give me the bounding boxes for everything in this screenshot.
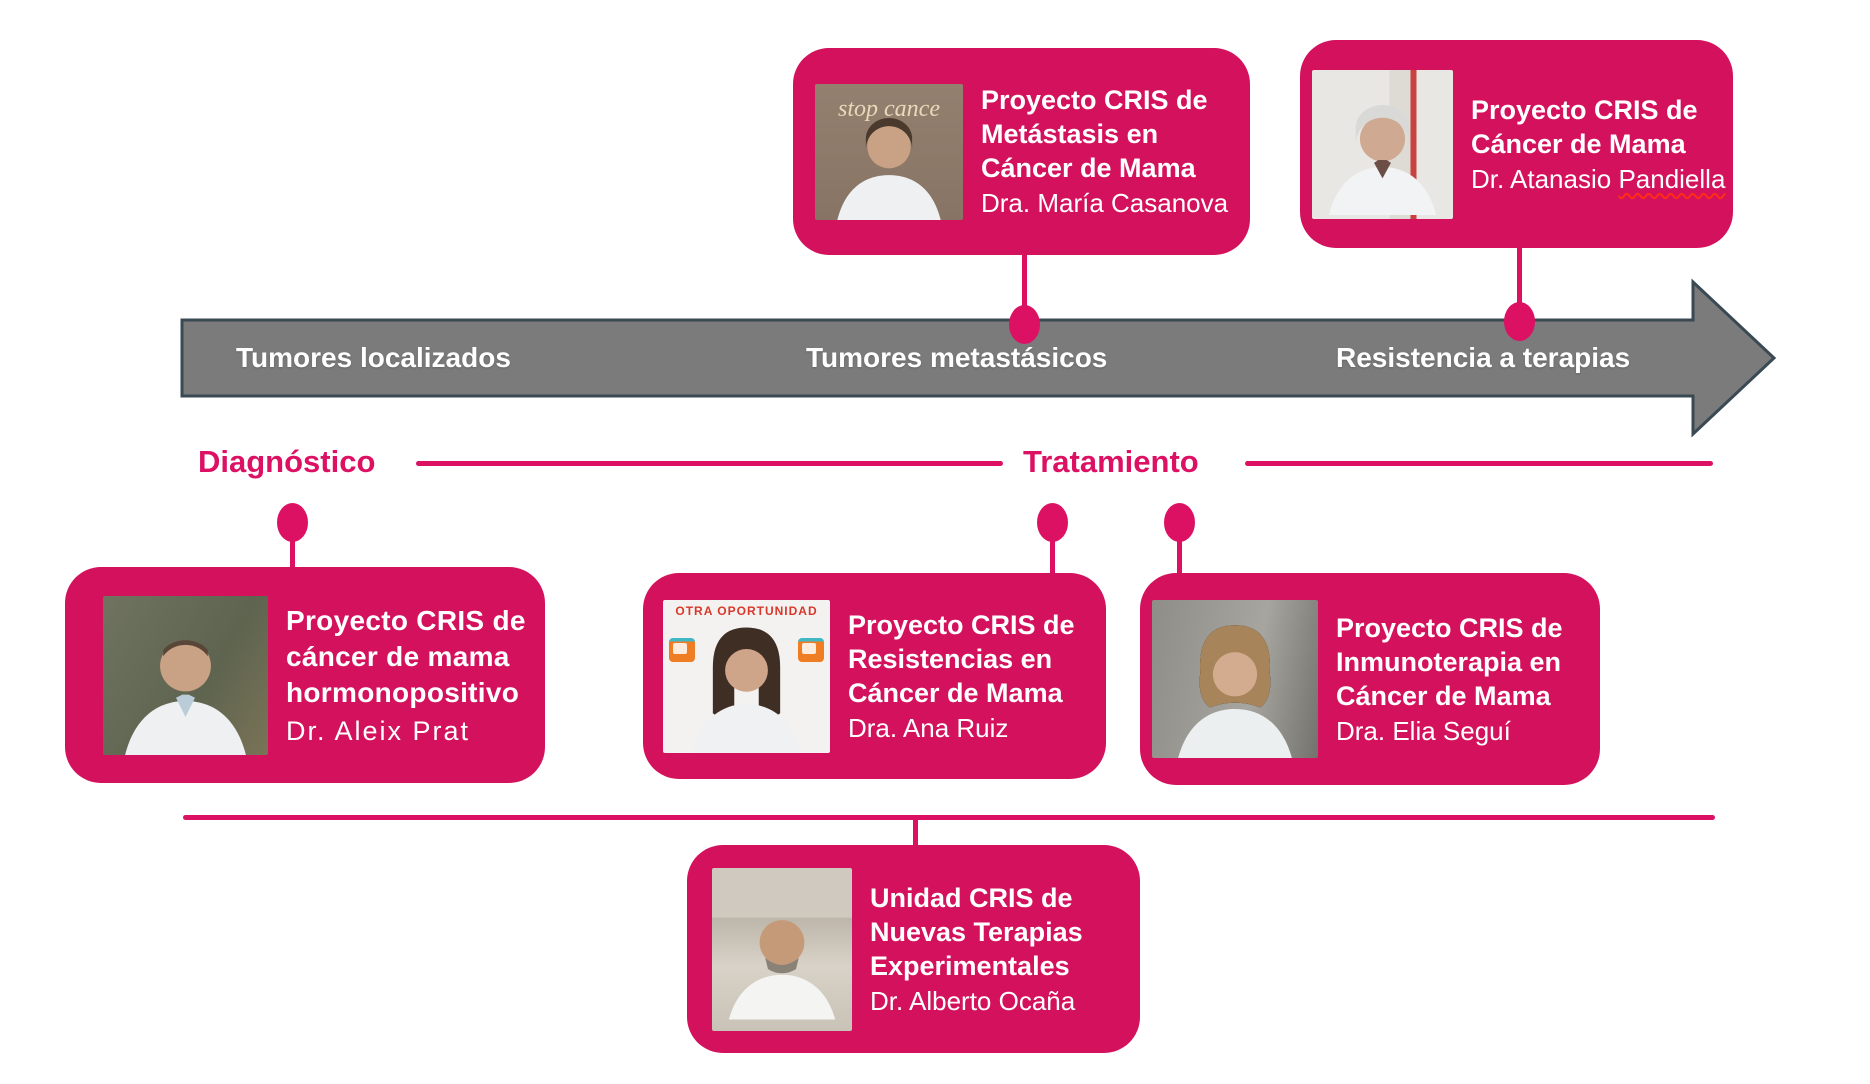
- person-silhouette-icon: [1328, 104, 1437, 215]
- connector-stem-diagnostico: [290, 538, 295, 569]
- person-name: Dra. María Casanova: [981, 188, 1229, 218]
- project-title-line: Unidad CRIS de: [870, 882, 1073, 913]
- phase-label-diagnostico: Diagnóstico: [198, 444, 376, 479]
- project-title-line: Nuevas Terapias: [870, 916, 1083, 947]
- stage-label-tumores-localizados: Tumores localizados: [236, 342, 511, 373]
- stage-label-tumores-metastasicos: Tumores metastásicos: [806, 342, 1108, 373]
- person-name: Dra. Elia Seguí: [1336, 715, 1511, 746]
- project-card-segui: Proyecto CRIS de Inmunoterapia en Cáncer…: [1140, 573, 1600, 785]
- person-silhouette-icon: [1178, 625, 1292, 758]
- timeline-arrow: [180, 278, 1777, 438]
- project-title-line: hormonopositivo: [286, 676, 520, 708]
- person-silhouette-icon: [691, 627, 802, 753]
- person-name: Dr. Aleix Prat: [286, 715, 471, 746]
- connector-dot-diagnostico: [277, 503, 308, 542]
- project-title-line: Inmunoterapia en: [1336, 646, 1562, 677]
- person-silhouette-icon: [728, 919, 836, 1019]
- connector-stem-tratamiento-2: [1177, 538, 1182, 575]
- project-title-line: cáncer de mama: [286, 640, 510, 672]
- cris-logo-icon: [669, 637, 695, 662]
- connector-stem-tratamiento-1: [1050, 538, 1055, 575]
- phase-rule-left: [416, 461, 1003, 466]
- person-name: Dra. Ana Ruiz: [848, 712, 1009, 743]
- person-silhouette-icon: [837, 117, 941, 220]
- project-title-line: Proyecto CRIS de: [1471, 94, 1698, 125]
- person-name-spellcheck-flagged: Pandiella: [1618, 163, 1726, 194]
- project-title-line: Cáncer de Mama: [848, 677, 1063, 708]
- project-card-casanova: stop cance Proyecto CRIS de Metástasis e…: [793, 48, 1250, 255]
- photo-background-text: OTRA OPORTUNIDAD: [675, 603, 818, 618]
- project-title-line: Cáncer de Mama: [981, 153, 1196, 183]
- connector-dot-pandiella: [1504, 302, 1535, 341]
- phase-label-tratamiento: Tratamiento: [1023, 444, 1199, 479]
- project-title-line: Cáncer de Mama: [1471, 128, 1686, 159]
- photo-atanasio-pandiella: [1312, 69, 1453, 219]
- project-card-ocana: Unidad CRIS de Nuevas Terapias Experimen…: [687, 845, 1140, 1053]
- connector-dot-tratamiento-1: [1037, 503, 1068, 542]
- person-name: Dr. Atanasio Pandiella: [1471, 163, 1725, 196]
- person-silhouette-icon: [125, 639, 246, 755]
- connector-stem-pandiella: [1517, 246, 1522, 322]
- project-card-ruiz: OTRA OPORTUNIDAD Proyecto CRIS de Resist…: [643, 573, 1106, 779]
- project-title-line: Proyecto CRIS de: [286, 604, 526, 636]
- project-title-line: Experimentales: [870, 950, 1070, 981]
- connector-dot-casanova: [1009, 305, 1040, 344]
- photo-elia-segui: [1152, 600, 1318, 758]
- project-title-line: Proyecto CRIS de: [1336, 612, 1563, 643]
- connector-stem-casanova: [1022, 253, 1027, 327]
- project-title-line: Cáncer de Mama: [1336, 680, 1551, 711]
- project-card-prat: Proyecto CRIS de cáncer de mama hormonop…: [65, 567, 545, 783]
- phase-rule-right: [1245, 461, 1713, 466]
- person-name-main: Dr. Atanasio: [1471, 163, 1612, 194]
- photo-ana-ruiz: OTRA OPORTUNIDAD: [663, 599, 830, 753]
- project-title-line: Metástasis en: [981, 119, 1159, 149]
- person-name: Dr. Alberto Ocaña: [870, 985, 1076, 1016]
- cris-logo-icon: [798, 637, 824, 662]
- photo-aleix-prat: [103, 595, 268, 755]
- stage-label-resistencia-terapias: Resistencia a terapias: [1336, 342, 1631, 373]
- project-title-line: Resistencias en: [848, 643, 1053, 674]
- photo-maria-casanova: stop cance: [815, 83, 963, 220]
- photo-alberto-ocana: [712, 867, 852, 1031]
- project-title-line: Proyecto CRIS de: [981, 85, 1208, 115]
- project-title-line: Proyecto CRIS de: [848, 609, 1075, 640]
- connector-stem-ocana: [913, 818, 918, 847]
- photo-background-text: stop cance: [838, 95, 940, 122]
- connector-dot-tratamiento-2: [1164, 503, 1195, 542]
- project-card-pandiella: Proyecto CRIS de Cáncer de Mama Dr. Atan…: [1300, 40, 1733, 248]
- bottom-rule: [183, 815, 1715, 820]
